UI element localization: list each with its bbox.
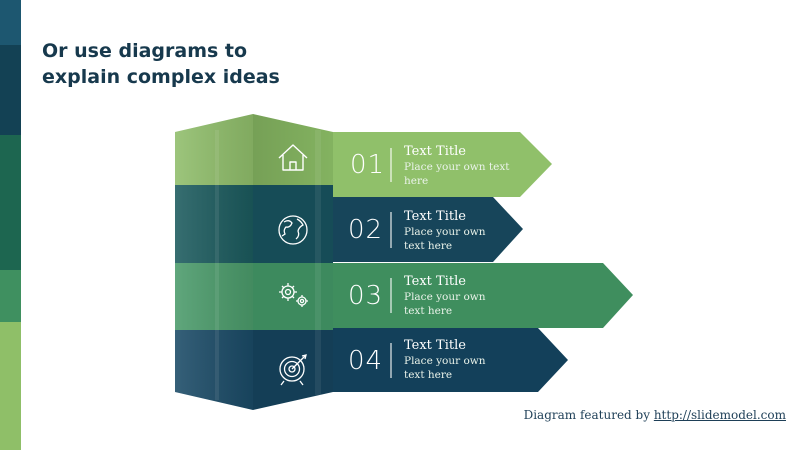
target-icon: [279, 354, 307, 386]
sidebar-stripe: [0, 135, 21, 270]
gears-icon: [279, 283, 308, 307]
step-title: Text Title: [404, 209, 466, 224]
step-number: 02: [348, 215, 384, 245]
house-icon: [278, 144, 308, 171]
step-text: Place your own text here: [404, 355, 486, 381]
step-title: Text Title: [404, 338, 466, 353]
step-row-4: [175, 328, 568, 410]
step-text: Place your own text here: [404, 291, 486, 317]
step-text: Place your own text here: [404, 226, 486, 252]
step-text: Place your own text here: [404, 161, 510, 187]
credit-line: Diagram featured by http://slidemodel.co…: [524, 408, 786, 422]
step-row-1: [175, 114, 552, 197]
credit-text: Diagram featured by: [523, 408, 650, 422]
step-row-2: [175, 185, 523, 263]
globe-icon: [278, 215, 308, 245]
sidebar-stripe: [0, 0, 21, 45]
sidebar-stripe: [0, 270, 21, 322]
sidebar-stripe: [0, 45, 21, 135]
step-title: Text Title: [404, 274, 466, 289]
sidebar-stripe: [0, 322, 21, 450]
step-number: 04: [348, 346, 384, 376]
slide-title: Or use diagrams to explain complex ideas: [42, 38, 280, 90]
slide-title-line: Or use diagrams to: [42, 40, 248, 62]
slide-title-line: explain complex ideas: [42, 66, 280, 88]
step-number: 01: [350, 150, 386, 180]
credit-link[interactable]: http://slidemodel.com: [653, 408, 786, 422]
sidebar-stripes: [0, 0, 21, 450]
step-number: 03: [348, 281, 384, 311]
step-title: Text Title: [404, 144, 466, 159]
